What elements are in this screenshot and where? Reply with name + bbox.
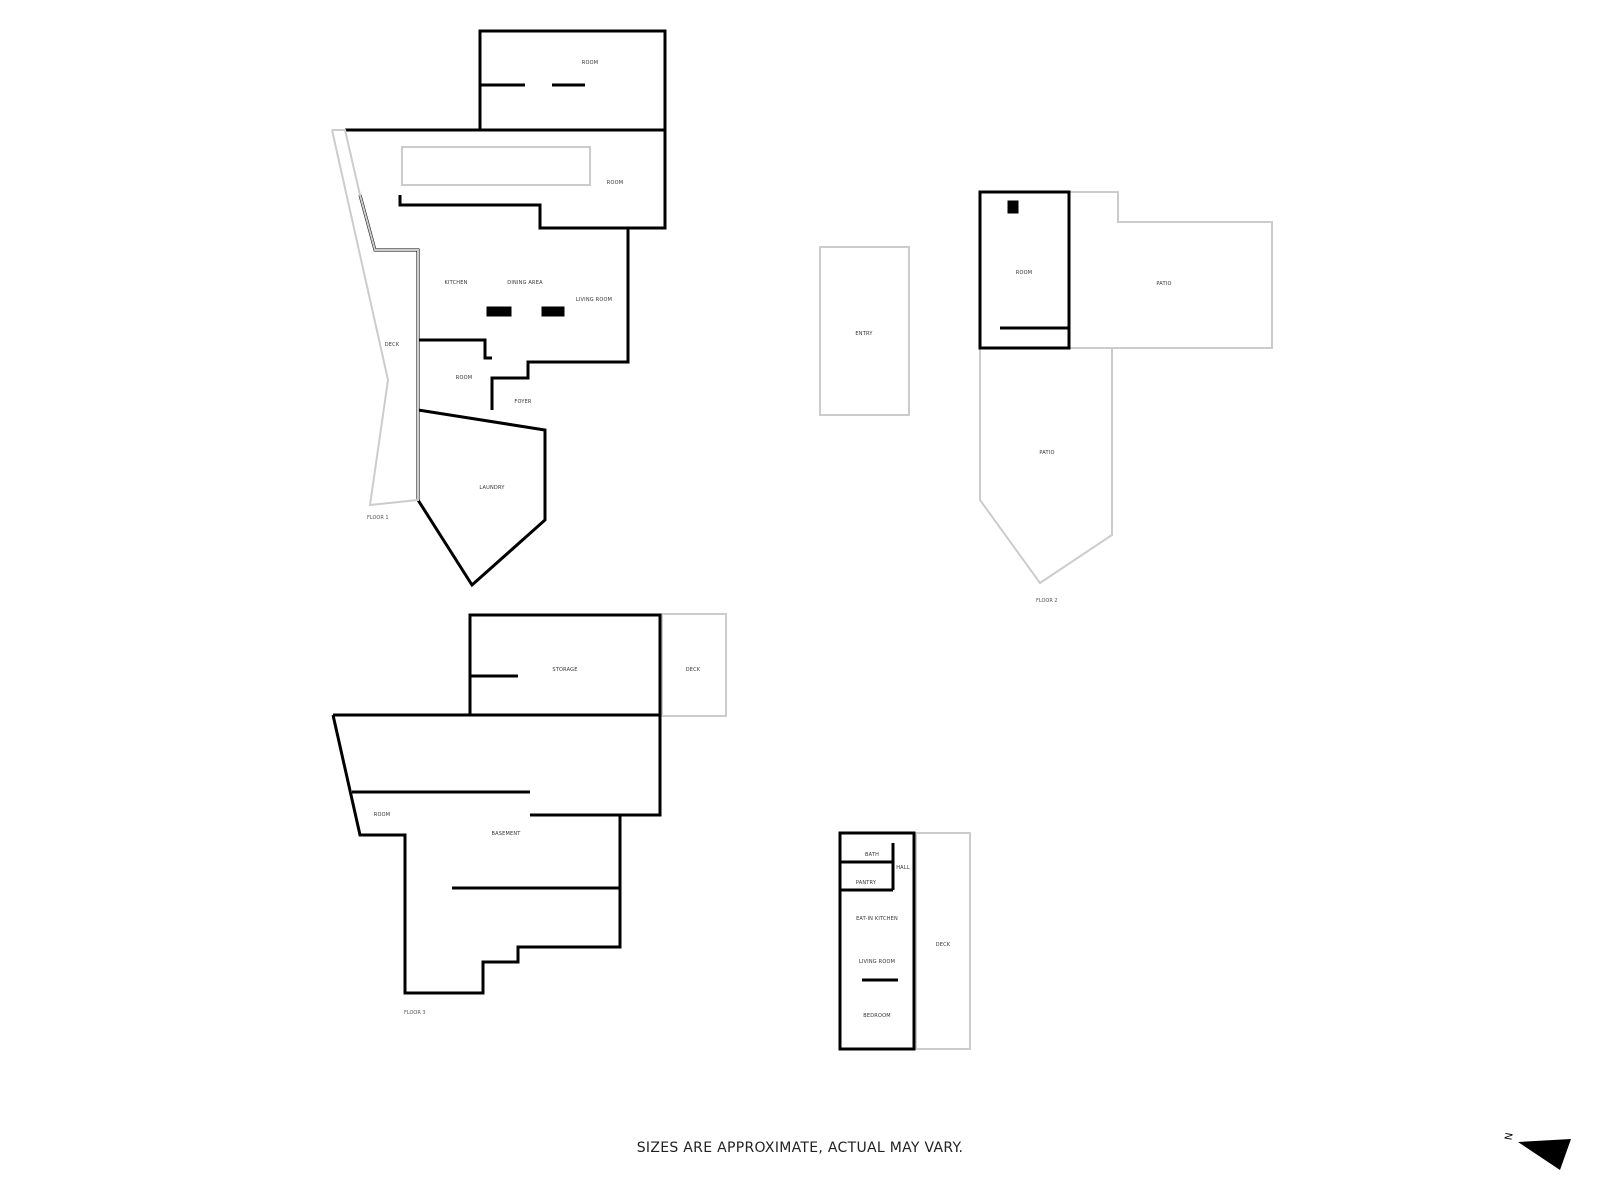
room-label: ROOM bbox=[581, 60, 599, 66]
room-label: BASEMENT bbox=[491, 831, 521, 837]
compass-arrow-icon bbox=[1518, 1139, 1571, 1170]
room-label: STORAGE bbox=[552, 667, 578, 673]
room-label: ROOM bbox=[455, 375, 473, 381]
room-label: LAUNDRY bbox=[479, 485, 505, 491]
room-label: ROOM bbox=[606, 180, 624, 186]
floor-label: FLOOR 2 bbox=[1036, 598, 1058, 604]
room-label: DECK bbox=[935, 942, 951, 948]
room-label: PANTRY bbox=[855, 880, 877, 886]
room-label: PATIO bbox=[1039, 450, 1055, 456]
room-label: DECK bbox=[685, 667, 701, 673]
room-label: HALL bbox=[896, 865, 910, 871]
room-label: FOYER bbox=[514, 399, 532, 405]
room-label: BEDROOM bbox=[863, 1013, 891, 1019]
room-label: DECK bbox=[384, 342, 400, 348]
room-label: DINING AREA bbox=[507, 280, 543, 286]
room-label: ROOM bbox=[373, 812, 391, 818]
room-label: ENTRY bbox=[855, 331, 873, 337]
room-label: EAT-IN KITCHEN bbox=[856, 916, 898, 922]
room-label: BATH bbox=[864, 852, 880, 858]
room-label: KITCHEN bbox=[444, 280, 468, 286]
room-label: PATIO bbox=[1156, 281, 1172, 287]
room-label: LIVING ROOM bbox=[858, 959, 896, 965]
disclaimer-text: SIZES ARE APPROXIMATE, ACTUAL MAY VARY. bbox=[636, 1140, 964, 1156]
room-label: LIVING ROOM bbox=[575, 297, 613, 303]
room-label: ROOM bbox=[1015, 270, 1033, 276]
floor-label: FLOOR 3 bbox=[404, 1010, 426, 1016]
floor-label: FLOOR 1 bbox=[367, 515, 389, 521]
